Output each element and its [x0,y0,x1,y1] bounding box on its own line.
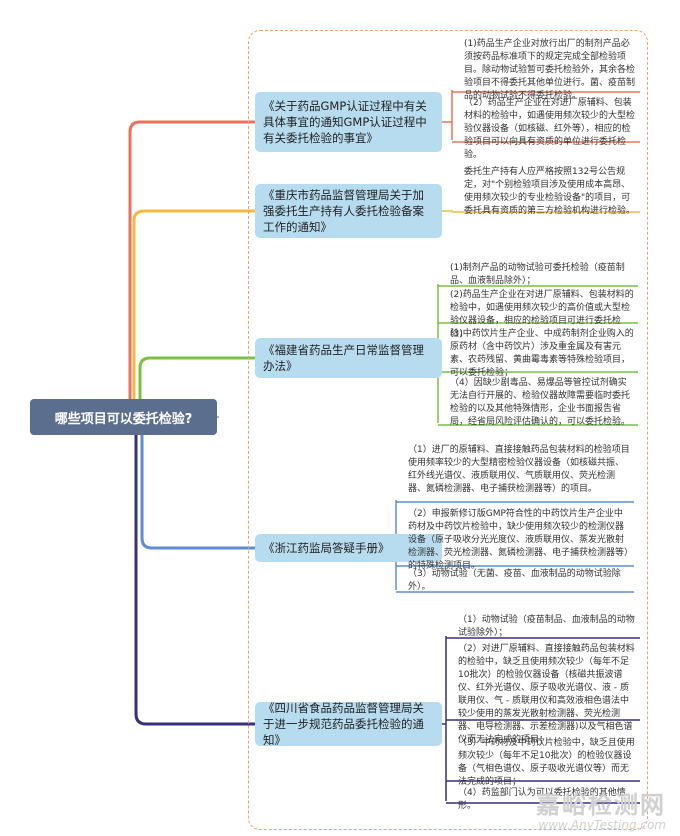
leaf-4-2: （2）申报新修订版GMP符合性的中药饮片生产企业中药材及中药饮片检验中，缺少使用… [408,509,629,571]
leaf-4-1: （1）进厂的原辅料、直接接触药品包装材料的检验项目使用频率较少的大型精密检验仪器… [408,445,630,494]
branch-node-1[interactable]: 《关于药品GMP认证过程中有关具体事宜的通知GMP认证过程中有关委托检验的事宜》 [255,92,442,152]
branch-node-3[interactable]: 《福建省药品生产日常监督管理办法》 [255,338,442,378]
leaf-3-2: (2)药品生产企业在对进厂原辅料、包装材料的检验中，如遇使用频次较少的高价值或大… [450,290,634,339]
leaf-5-3: （3）中药材及中药饮片检验中，缺乏且使用频次较少（每年不足10批次）的检验仪器设… [458,738,635,787]
branch-node-2[interactable]: 《重庆市药品监督管理局关于加强委托生产持有人委托检验备案工作的通知》 [255,184,442,238]
watermark: 嘉峪检测网 www.AnyTesting.com [536,792,666,832]
leaf-3-4: （4）因缺少剧毒品、易爆品等管控试剂确实无法自行开展的、检验仪器故障需要临时委托… [450,378,631,427]
leaf-3-1: (1)制剂产品的动物试验可委托检验（疫苗制品、血液制品除外）； [450,263,625,286]
leaf-5-4: （4）药监部门认为可以委托检验的其他情形。 [458,788,626,811]
branch-node-5[interactable]: 《四川省食品药品监督管理局关于进一步规范药品委托检验的通知》 [255,701,442,747]
watermark-en: www.AnyTesting.com [538,818,666,832]
branch-node-4[interactable]: 《浙江药监局答疑手册》 [255,534,442,562]
dashed-frame [248,30,648,830]
watermark-cn: 嘉峪检测网 [536,791,666,819]
leaf-5-1: （1）动物试验（疫苗制品、血液制品的动物试验除外）； [458,615,635,638]
leaf-2-1: 委托生产持有人应严格按照132号公告规定，对"个别检验项目涉及使用成本高昂、使用… [464,167,636,216]
leaf-4-3: （3）动物试验（无菌、疫苗、血液制品的动物试验除外）。 [408,569,621,592]
leaf-3-3: (3)中药饮片生产企业、中成药制剂企业购入的原药材（含中药饮片）涉及重金属及有害… [450,329,634,378]
root-node[interactable]: 哪些项目可以委托检验? [30,399,217,435]
leaf-5-2: （2）对进厂原辅料、直接接触药品包装材料的检验中，缺乏且使用频次较少（每年不足1… [458,644,635,745]
leaf-1-2: （2）药品生产企业在对进厂原辅料、包装材料的检验中，如遇使用频次较少的大型检验仪… [464,98,636,160]
leaf-1-1: (1)药品生产企业对放行出厂的制剂产品必须按药品标准项下的规定完成全部检验项目。… [464,39,636,101]
